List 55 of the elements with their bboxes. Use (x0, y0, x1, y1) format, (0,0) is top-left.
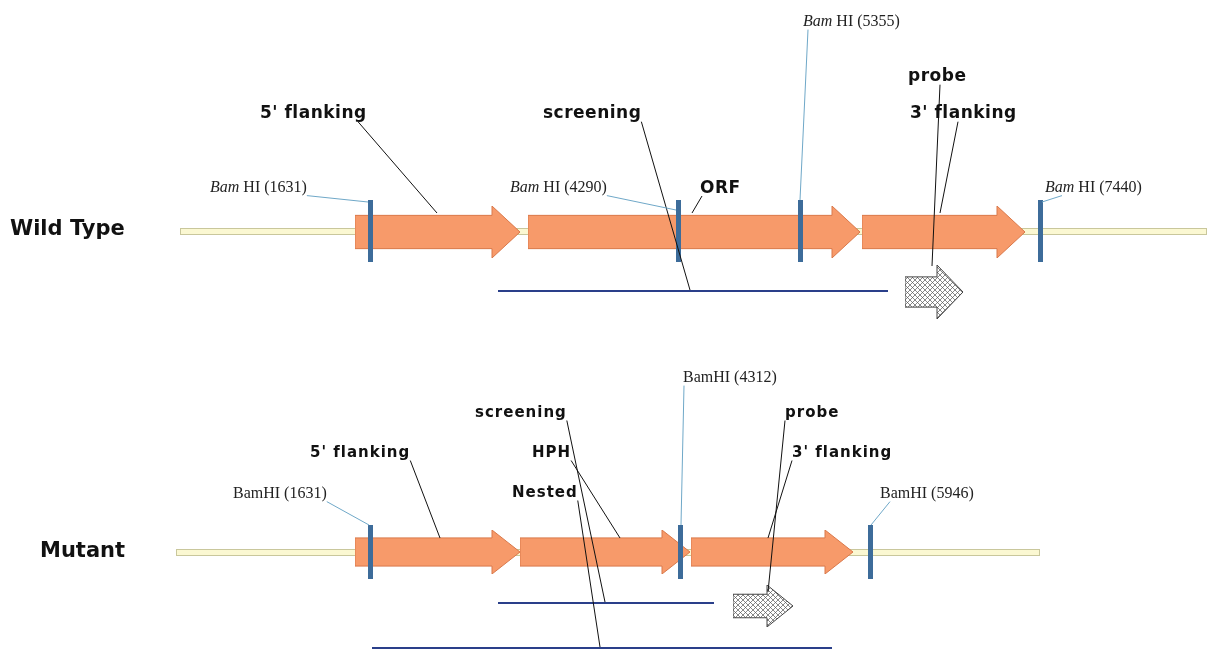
probe-block (905, 265, 963, 319)
part-label: screening (543, 103, 642, 122)
leader-line (306, 195, 369, 203)
part-label: ORF (700, 178, 741, 197)
leader-line (767, 420, 786, 593)
leader-line (357, 121, 438, 214)
site-label: BamHI (4312) (683, 368, 777, 386)
restriction-site-mark (368, 525, 373, 579)
site-label: Bam HI (1631) (210, 178, 307, 196)
part-label: probe (785, 404, 840, 421)
site-label: BamHI (5946) (880, 484, 974, 502)
leader-line (767, 460, 793, 539)
restriction-site-mark (676, 200, 681, 262)
leader-line (931, 84, 941, 267)
gene-block (520, 530, 690, 574)
leader-line (640, 121, 691, 291)
part-label: screening (475, 404, 567, 421)
fragment-line (498, 290, 888, 292)
leader-line (326, 501, 370, 526)
leader-line (939, 121, 959, 214)
fragment-line (498, 602, 714, 604)
restriction-site-mark (678, 525, 683, 579)
site-label: Bam HI (4290) (510, 178, 607, 196)
leader-line (577, 500, 601, 648)
restriction-site-mark (868, 525, 873, 579)
part-label: 3' flanking (792, 444, 893, 461)
row-label: Wild Type (10, 216, 125, 240)
leader-line (691, 195, 703, 214)
site-label: Bam HI (7440) (1045, 178, 1142, 196)
site-label: BamHI (1631) (233, 484, 327, 502)
gene-block (355, 530, 520, 574)
part-label: probe (908, 66, 967, 85)
site-label: Bam HI (5355) (803, 12, 900, 30)
fragment-line (372, 647, 832, 649)
leader-line (409, 460, 441, 539)
leader-line (606, 195, 677, 211)
part-label: 5' flanking (260, 103, 367, 122)
part-label: HPH (532, 444, 572, 461)
gene-block (691, 530, 853, 574)
gene-block (528, 206, 860, 258)
gene-block (862, 206, 1025, 258)
restriction-site-mark (368, 200, 373, 262)
leader-line (680, 385, 685, 526)
leader-line (566, 420, 606, 603)
leader-line (570, 460, 621, 539)
leader-line (1041, 195, 1063, 203)
gene-block (355, 206, 520, 258)
leader-line (870, 501, 891, 526)
restriction-site-mark (1038, 200, 1043, 262)
part-label: 5' flanking (310, 444, 411, 461)
probe-block (733, 585, 793, 627)
row-label: Mutant (40, 538, 126, 562)
part-label: Nested (512, 484, 578, 501)
leader-line (799, 29, 809, 201)
restriction-site-mark (798, 200, 803, 262)
